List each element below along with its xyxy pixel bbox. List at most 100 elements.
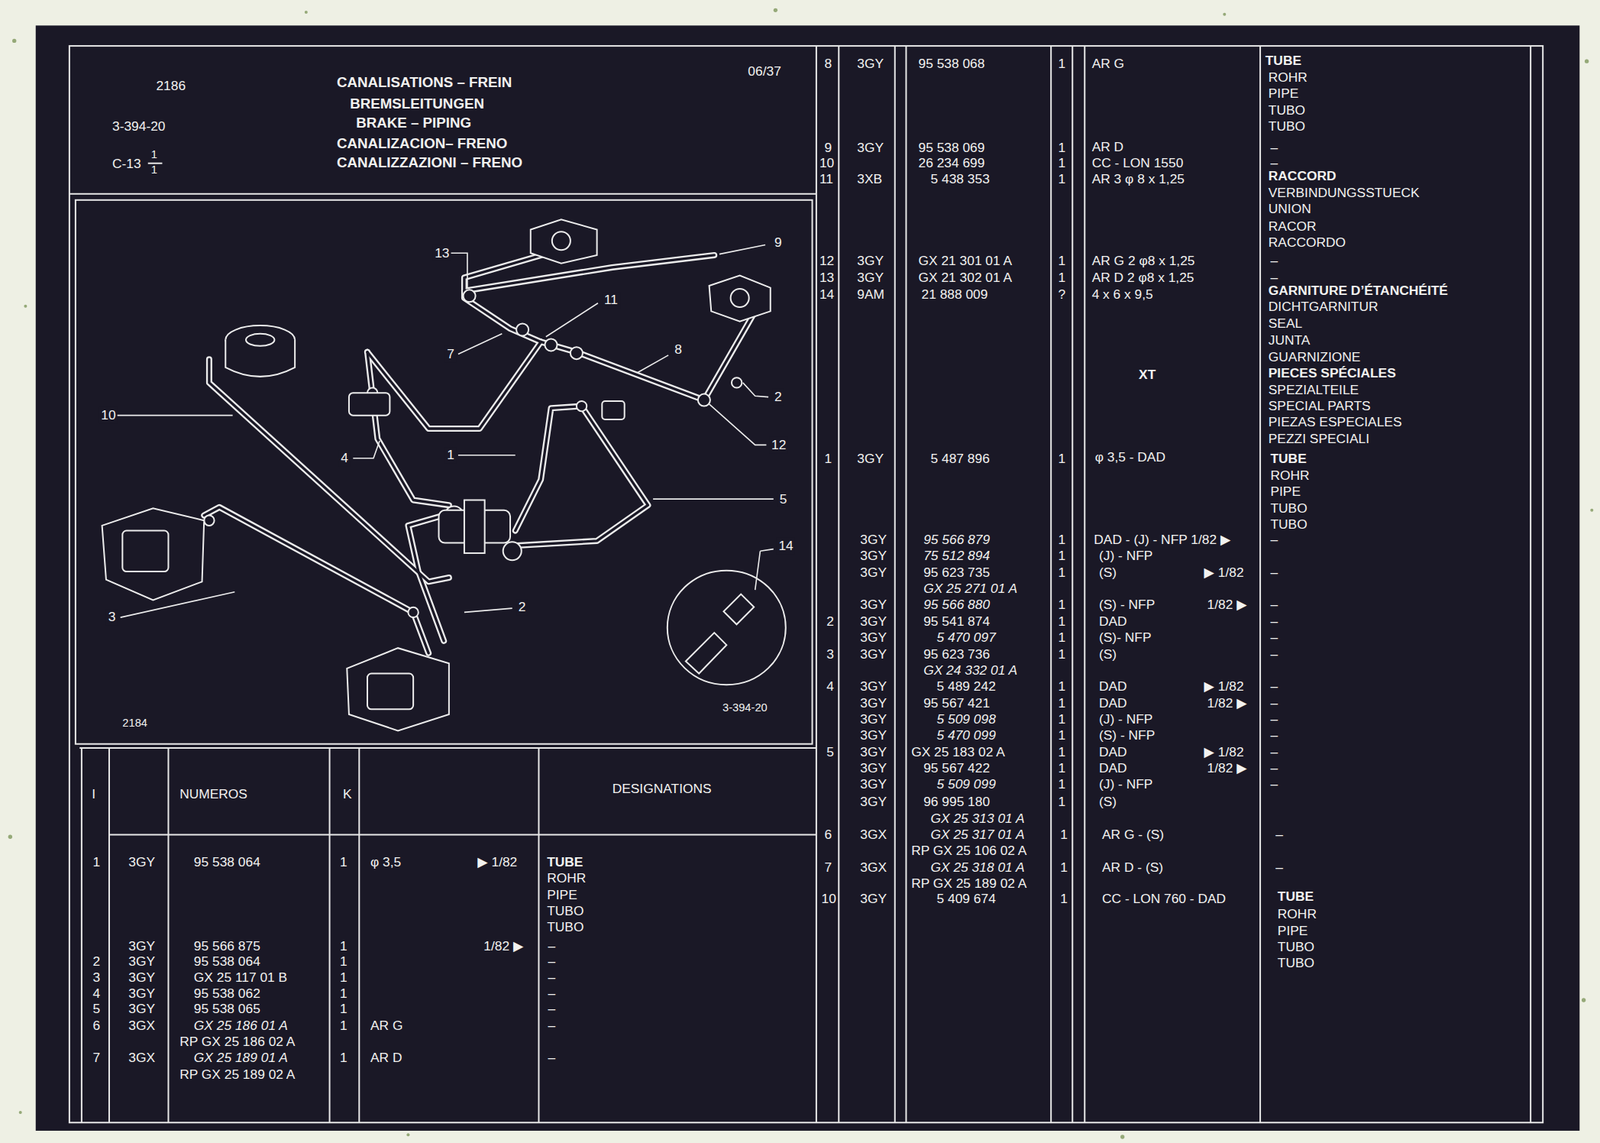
table-cell: – — [1270, 727, 1278, 744]
table-cell: 9 — [824, 139, 833, 156]
table-cell: 2 — [826, 613, 834, 630]
table-cell: AR G — [370, 1017, 403, 1034]
table-cell: GARNITURE D’ÉTANCHÉITÉ — [1268, 282, 1449, 299]
table-cell: 95 623 735 — [923, 564, 990, 581]
table-cell: – — [1270, 775, 1278, 792]
table-cell: TUBO — [1277, 938, 1315, 955]
table-cell: 5 — [93, 1000, 101, 1017]
table-cell: PIPE — [1268, 85, 1300, 102]
table-cell: PIPE — [546, 886, 578, 903]
table-cell: 13 — [819, 269, 834, 286]
table-cell: 9AM — [856, 286, 885, 303]
table-cell: 6 — [824, 826, 833, 843]
table-cell: (S) - NFP — [1098, 727, 1155, 744]
table-cell: 95 567 422 — [923, 759, 990, 776]
table-cell: 8 — [824, 55, 833, 72]
table-cell: – — [547, 969, 556, 986]
header-text: BREMSLEITUNGEN — [349, 94, 485, 111]
table-cell: 3GY — [128, 937, 156, 954]
table-cell: ▶ 1/82 — [1204, 564, 1245, 581]
table-cell: CC - LON 1550 — [1092, 155, 1184, 172]
column-heading: DESIGNATIONS — [612, 780, 712, 797]
table-cell: – — [1270, 252, 1278, 269]
table-cell: – — [1270, 711, 1278, 728]
table-cell: 1 — [1060, 859, 1068, 876]
table-cell: 1 — [1058, 269, 1067, 286]
table-cell: SEAL — [1268, 315, 1303, 332]
table-cell: AR G 2 φ8 x 1,25 — [1092, 252, 1196, 269]
table-cell: 1 — [1058, 727, 1067, 744]
table-cell: AR G - (S) — [1102, 826, 1164, 843]
callout-number: 8 — [672, 341, 684, 358]
header-text: 1 — [151, 145, 158, 162]
table-cell: 1 — [339, 1000, 348, 1017]
table-cell: 3GY — [128, 853, 156, 870]
table-cell: 3GY — [859, 564, 887, 581]
table-cell: 1/82 ▶ — [1207, 694, 1248, 712]
table-cell: 3GY — [856, 252, 884, 269]
table-cell: 3GX — [128, 1049, 156, 1066]
table-cell: 5 470 099 — [937, 727, 996, 744]
table-cell: ▶ 1/82 — [477, 853, 518, 870]
table-cell: – — [1275, 859, 1284, 876]
table-cell: VERBINDUNGSSTUECK — [1268, 184, 1420, 201]
callout-number: 4 — [339, 449, 351, 466]
table-cell: – — [1275, 826, 1284, 843]
table-cell: 4 — [826, 678, 834, 695]
table-cell: AR D — [370, 1049, 403, 1066]
table-cell: RP GX 25 189 02 A — [179, 1066, 295, 1083]
table-cell: 3GY — [859, 727, 887, 744]
table-cell: GUARNIZIONE — [1268, 349, 1361, 366]
table-cell: TUBE — [1265, 52, 1302, 69]
table-cell: ▶ 1/82 — [1204, 678, 1245, 695]
table-cell: 95 538 064 — [193, 953, 261, 970]
table-cell: PIEZAS ESPECIALES — [1268, 413, 1403, 430]
table-cell: – — [547, 953, 556, 970]
table-cell: 1 — [1058, 743, 1067, 760]
table-cell: 95 538 065 — [193, 1000, 261, 1017]
table-cell: RP GX 25 186 02 A — [179, 1033, 295, 1050]
table-cell: 75 512 894 — [923, 547, 990, 564]
table-cell: 3GY — [859, 629, 887, 646]
table-cell: 5 509 098 — [937, 711, 996, 728]
table-cell: 1 — [1058, 613, 1067, 630]
table-cell: 1 — [1058, 564, 1067, 581]
table-cell: SPECIAL PARTS — [1268, 397, 1371, 414]
table-cell: SPEZIALTEILE — [1268, 381, 1359, 398]
table-cell: RACOR — [1268, 218, 1317, 235]
table-cell: 3GY — [859, 596, 887, 613]
table-cell: 26 234 699 — [917, 155, 985, 172]
table-cell: – — [547, 937, 556, 954]
table-cell: 3GY — [128, 953, 156, 970]
table-cell: ▶ 1/82 — [1204, 743, 1245, 760]
table-cell: 1 — [1058, 711, 1067, 728]
table-cell: CC - LON 760 - DAD — [1102, 890, 1226, 907]
table-cell: 1/82 ▶ — [483, 937, 524, 954]
table-cell: 3GY — [128, 969, 156, 986]
table-cell: PIPE — [1270, 483, 1301, 500]
header-text: CANALIZACION– FRENO — [336, 134, 508, 151]
table-cell: 3 — [93, 969, 101, 986]
table-cell: RP GX 25 106 02 A — [911, 842, 1027, 859]
table-cell: 95 538 068 — [917, 55, 985, 72]
table-cell: 3GY — [856, 269, 884, 286]
table-cell: 3GX — [859, 826, 887, 843]
header-text: CANALIZZAZIONI – FRENO — [336, 154, 523, 171]
table-cell: 1 — [1058, 252, 1067, 269]
sheet-title: CANALISATIONS – FREIN — [336, 73, 512, 90]
table-cell: TUBO — [1270, 499, 1307, 516]
table-cell: 95 538 064 — [193, 853, 261, 870]
figure-reference: 2184 — [122, 714, 148, 731]
table-cell: 1 — [1058, 450, 1067, 467]
table-cell: PIECES SPÉCIALES — [1268, 365, 1397, 382]
table-cell: – — [547, 985, 556, 1002]
table-cell: 3GY — [128, 1000, 156, 1017]
table-cell: 1 — [339, 853, 348, 870]
callout-number: 13 — [433, 245, 453, 262]
table-cell: 1 — [1058, 629, 1067, 646]
table-cell: 1 — [339, 1049, 348, 1066]
table-cell: 95 541 874 — [923, 613, 990, 630]
table-cell: 21 888 009 — [921, 286, 988, 303]
table-cell: – — [1270, 743, 1278, 760]
table-cell: (S) - NFP — [1098, 596, 1155, 613]
